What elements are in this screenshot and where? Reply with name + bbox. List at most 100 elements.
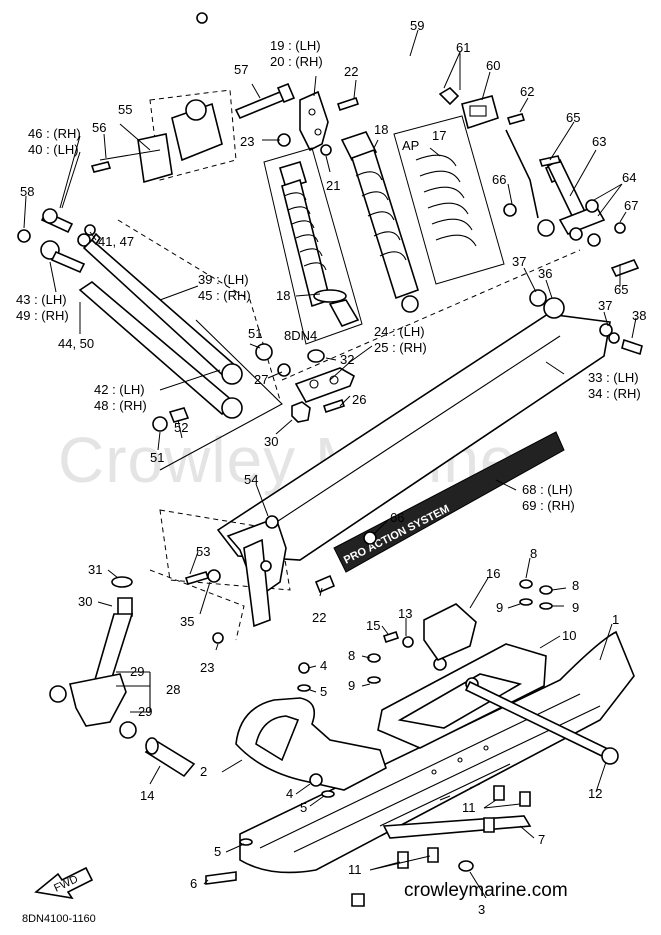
callout: 37 (512, 254, 526, 269)
callout: 1 (612, 612, 619, 627)
footer-site: crowleymarine.com (404, 880, 568, 901)
callout: 7 (538, 832, 545, 847)
callout: 30 (264, 434, 278, 449)
callout: 65 (614, 282, 628, 297)
callout: 37 (598, 298, 612, 313)
fwd-arrow: FWD (34, 866, 94, 900)
callout: 45 : (RH) (198, 288, 251, 303)
bracket-60-61-62 (438, 86, 526, 130)
callout: 33 : (LH) (588, 370, 639, 385)
callout: 2 (200, 764, 207, 779)
callout: 22 (312, 610, 326, 625)
callout: 11 (462, 800, 476, 815)
callout: 6 (190, 876, 197, 891)
callout: 26 (352, 392, 366, 407)
callout: 44, 50 (58, 336, 94, 351)
callout: 59 (410, 18, 424, 33)
callout: 11 (348, 862, 362, 877)
callout: 64 (622, 170, 636, 185)
callout: 34 : (RH) (588, 386, 641, 401)
callout: 39 : (LH) (198, 272, 249, 287)
stopper-16 (423, 603, 477, 661)
callout: 8 (572, 578, 579, 593)
front-arm-eyes (17, 208, 96, 274)
callout: 18 (374, 122, 388, 137)
callout-labels: 59 61 60 62 57 19 : (LH) 20 : (RH) 22 55… (16, 18, 646, 917)
ski-1 (239, 630, 635, 874)
small-fasteners (205, 579, 553, 885)
ski-handle-2 (235, 697, 387, 791)
callout: 29 (130, 664, 144, 679)
callout: 14 (140, 788, 154, 803)
callout: 12 (588, 786, 602, 801)
tube-14 (144, 737, 196, 778)
callout: 16 (486, 566, 500, 581)
callout: 5 (214, 844, 221, 859)
callout: 3 (478, 902, 485, 917)
callout: 4 (286, 786, 293, 801)
callout: 46 : (RH) (28, 126, 81, 141)
callout: 9 (348, 678, 355, 693)
bolt-57 (234, 82, 296, 120)
callout: 20 : (RH) (270, 54, 323, 69)
callout: 62 (520, 84, 534, 99)
callout: 35 (180, 614, 194, 629)
callout: 19 : (LH) (270, 38, 321, 53)
callout: AP (402, 138, 419, 153)
callout: 8 (348, 648, 355, 663)
callout: 31 (88, 562, 102, 577)
callout: 23 (240, 134, 254, 149)
callout: 65 (566, 110, 580, 125)
callout: 36 (538, 266, 552, 281)
callout: 38 (632, 308, 646, 323)
diagram-code: 8DN4100-1160 (22, 913, 96, 925)
front-arm-rods (78, 219, 283, 471)
callout: 28 (166, 682, 180, 697)
front-shock-box (263, 147, 363, 345)
frame-mount-55 (90, 89, 237, 184)
callout: 42 : (LH) (94, 382, 145, 397)
callout: 49 : (RH) (16, 308, 69, 323)
callout: 40 : (LH) (28, 142, 79, 157)
bushing-30 (291, 401, 311, 423)
callout: 8 (530, 546, 537, 561)
callout: 58 (20, 184, 34, 199)
callout: 30 (78, 594, 92, 609)
callout: 5 (300, 800, 307, 815)
ski-saddle-10 (377, 643, 619, 765)
callout: 51 (150, 450, 164, 465)
callout: 48 : (RH) (94, 398, 147, 413)
callout: 17 (432, 128, 446, 143)
spindle-assembly (49, 576, 151, 739)
callout: 41, 47 (98, 234, 134, 249)
callout: 22 (344, 64, 358, 79)
callout: 60 (486, 58, 500, 73)
bracket-19-20 (277, 90, 360, 156)
callout: 66 (492, 172, 506, 187)
rear-arm-33-34 (216, 249, 643, 561)
callout: 9 (496, 600, 503, 615)
callout: 69 : (RH) (522, 498, 575, 513)
callout: 13 (398, 606, 412, 621)
callout: 27 (254, 372, 268, 387)
linkage-63-64 (503, 129, 640, 277)
spring-box-17 (393, 115, 505, 285)
callout: 21 (326, 178, 340, 193)
callout: 53 (196, 544, 210, 559)
callout: 5 (320, 684, 327, 699)
callout: 8DN4 (284, 328, 317, 343)
callout: 57 (234, 62, 248, 77)
callout: 10 (562, 628, 576, 643)
callout: 63 (592, 134, 606, 149)
callout: 52 (174, 420, 188, 435)
callout: 66 (390, 510, 404, 525)
callout: 43 : (LH) (16, 292, 67, 307)
wear-bar-7 (351, 785, 532, 907)
leader-lines (23, 29, 637, 899)
bracket-24-25 (277, 349, 356, 414)
callout: 24 : (LH) (374, 324, 425, 339)
callout: 61 (456, 40, 470, 55)
callout: 4 (320, 658, 327, 673)
callout: 23 (200, 660, 214, 675)
